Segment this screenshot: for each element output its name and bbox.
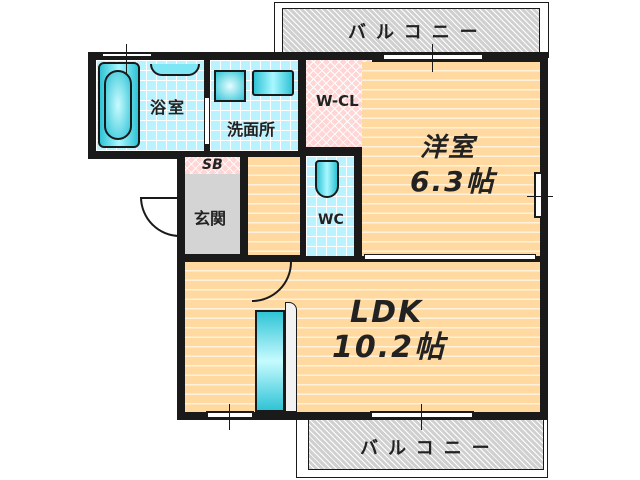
ldk	[185, 262, 540, 412]
walk-in-closet-label: W-CL	[316, 92, 359, 110]
window-marker	[229, 404, 230, 430]
entrance-label: 玄関	[194, 209, 227, 228]
entrance-door[interactable]	[140, 197, 180, 237]
balcony-top-label: バルコニー	[348, 22, 488, 43]
washroom-label: 洗面所	[227, 120, 276, 139]
western-room-window-top[interactable]	[382, 53, 484, 61]
window-marker	[527, 196, 553, 197]
kitchen-counter	[285, 302, 297, 412]
toilet-label: WC	[318, 212, 344, 228]
balcony-bottom-label: バルコニー	[360, 438, 500, 459]
washbasin-icon	[252, 70, 294, 96]
bath-mirror-icon	[150, 64, 200, 76]
ldk-window-right[interactable]	[370, 411, 474, 419]
walk-in-closet	[306, 60, 372, 147]
bathroom-label: 浴室	[150, 98, 187, 117]
window-marker	[421, 404, 422, 430]
bathroom-door[interactable]	[204, 97, 210, 145]
ldk-label: LDK	[350, 295, 424, 330]
shoe-box	[185, 157, 240, 174]
entrance	[185, 174, 240, 254]
refrigerator-icon	[255, 310, 285, 412]
ldk-size: 10.2帖	[332, 330, 447, 365]
bathroom-window[interactable]	[101, 52, 153, 58]
window-marker	[126, 44, 127, 74]
bathtub-inner-icon	[104, 70, 132, 140]
washing-machine-icon	[214, 70, 246, 102]
shoe-box-label: SB	[202, 157, 223, 173]
hallway	[248, 157, 300, 255]
balcony-bottom	[308, 418, 544, 470]
ldk-window-left[interactable]	[206, 411, 254, 419]
window-marker	[432, 44, 433, 72]
toilet-icon	[315, 160, 339, 198]
western-room-window-side[interactable]	[534, 172, 543, 218]
western-room-label: 洋室	[420, 133, 477, 163]
western-room-sliding-door[interactable]	[364, 254, 536, 260]
western-room	[362, 62, 540, 256]
western-room-size: 6.3帖	[410, 165, 496, 198]
